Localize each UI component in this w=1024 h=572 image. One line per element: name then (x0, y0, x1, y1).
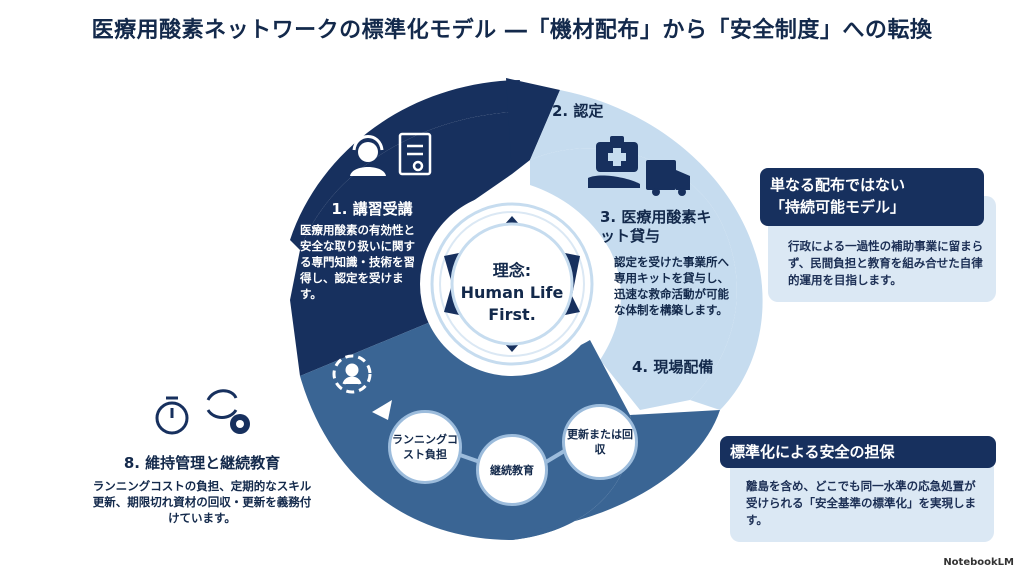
core-line-1: 理念: (492, 261, 532, 280)
segment-1-shape (290, 112, 512, 376)
callout-sustainable-header: 単なる配布ではない 「持続可能モデル」 (760, 168, 984, 226)
brand-label: NotebookLM (943, 557, 1014, 568)
refresh-person-icon (332, 354, 372, 394)
page-title: 医療用酸素ネットワークの標準化モデル ―「機材配布」から「安全制度」への転換 (91, 18, 933, 43)
headset-person-icon (350, 135, 386, 176)
core-line-3: First. (488, 305, 536, 324)
medical-kit-icon (588, 136, 640, 188)
cycle-node-cost: ランニングコスト負担 (388, 410, 462, 484)
core-philosophy: 理念: Human Life First. (448, 260, 576, 326)
segment-1-top (290, 80, 520, 250)
segment-2-top (530, 90, 763, 410)
step-1-title: 1. 講習受講 (331, 200, 413, 218)
callout-sustainable-head-line1: 単なる配布ではない (770, 176, 906, 194)
cycle-node-education: 継続教育 (476, 434, 548, 506)
step-2-title: 2. 認定 (552, 102, 604, 120)
core-disc (450, 222, 574, 346)
step-1-description: 医療用酸素の有効性と安全な取り扱いに関する専門知識・技術を習得し、認定を受けます… (300, 223, 415, 301)
ambulance-icon (646, 160, 690, 196)
step-4-title: 4. 現場配備 (632, 358, 714, 376)
core-line-2: Human Life (460, 283, 564, 302)
callout-standardization-body: 離島を含め、どこでも同一水準の応急処置が受けられる「安全基準の標準化」を実現しま… (746, 479, 976, 527)
segment-8-shape (300, 318, 632, 540)
segment-8-arrow (512, 410, 720, 540)
segment-2-3-shape (530, 148, 737, 411)
step-8-description: ランニングコストの負担、定期的なスキル更新、期限切れ資材の回収・更新を義務付けて… (92, 479, 312, 525)
certificate-icon (398, 132, 432, 176)
sync-icon (206, 389, 238, 419)
step-3-description: 認定を受けた事業所へ専用キットを貸与し、迅速な救命活動が可能な体制を構築します。 (614, 255, 729, 317)
step-3-title: 3. 医療用酸素キット貸与 (600, 208, 712, 245)
step-8-title: 8. 維持管理と継続教育 (123, 454, 281, 472)
callout-standardization-header: 標準化による安全の担保 (720, 436, 996, 468)
segment-arrow-1-2 (506, 78, 560, 174)
cycle-node-renewal: 更新または回収 (562, 404, 638, 480)
core-ring-mid (430, 202, 594, 366)
callout-sustainable-body: 行政による一過性の補助事業に留まらず、民間負担と教育を組み合せた自律的運用を目指… (788, 239, 984, 287)
cycle-arrow-head (372, 400, 392, 420)
callout-sustainable-head-line2: 「持続可能モデル」 (770, 198, 906, 216)
stopwatch-icon (155, 396, 189, 435)
core-ring-mid2 (439, 211, 585, 357)
gear-icon (230, 414, 250, 434)
